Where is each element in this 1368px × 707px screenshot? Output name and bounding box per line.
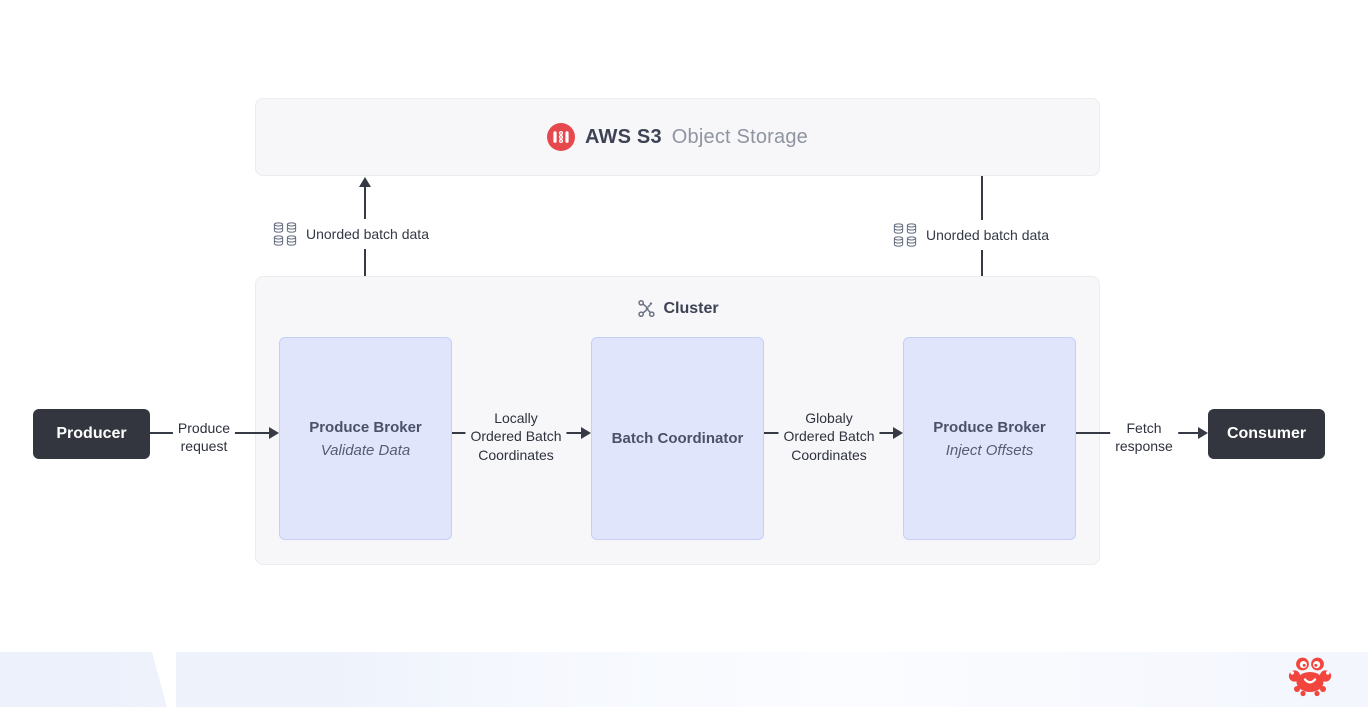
arrowhead-right-broker	[269, 427, 279, 439]
edge-line-s3-to-broker	[981, 176, 983, 327]
database-grid-icon	[893, 223, 917, 247]
s3-title-light: Object Storage	[671, 125, 808, 148]
node-title: Batch Coordinator	[611, 430, 744, 447]
footer-band-wedge	[152, 652, 176, 707]
edge-label-globally-ordered: Globaly Ordered Batch Coordinates	[778, 407, 880, 467]
node-title: Produce Broker	[933, 418, 1046, 436]
node-batch-coordinator: Batch Coordinator	[591, 337, 764, 540]
s3-storage-panel: AWS S3 Object Storage	[255, 98, 1100, 176]
edge-label-unordered-left: Unorded batch data	[266, 219, 436, 249]
cluster-panel-title: Cluster	[636, 299, 719, 318]
node-title: Produce Broker	[309, 418, 422, 436]
edge-label-locally-ordered: Locally Ordered Batch Coordinates	[465, 407, 567, 467]
arrowhead-right-consumer	[1198, 427, 1208, 439]
edge-label-produce-request: Produce request	[172, 417, 236, 458]
crab-logo-icon	[1287, 655, 1333, 697]
arrowhead-right-coordinator	[581, 427, 591, 439]
unordered-right-text: Unorded batch data	[926, 227, 1049, 243]
footer-band	[0, 652, 1368, 707]
node-subtitle: Validate Data	[320, 441, 411, 459]
s3-bucket-icon	[547, 123, 575, 151]
cluster-network-icon	[636, 299, 655, 318]
arrowhead-up-to-s3	[359, 177, 371, 187]
arrowhead-right-broker2	[893, 427, 903, 439]
node-produce-broker-validate: Produce Broker Validate Data	[279, 337, 452, 540]
consumer-label: Consumer	[1226, 425, 1307, 442]
database-grid-icon	[273, 222, 297, 246]
node-consumer: Consumer	[1208, 409, 1325, 459]
edge-label-fetch-response: Fetch response	[1110, 417, 1178, 458]
producer-label: Producer	[56, 425, 127, 442]
node-producer: Producer	[33, 409, 150, 459]
s3-title-strong: AWS S3	[585, 125, 662, 148]
node-subtitle: Inject Offsets	[945, 441, 1034, 459]
edge-line-broker-to-s3	[364, 187, 366, 337]
unordered-left-text: Unorded batch data	[306, 226, 429, 242]
node-produce-broker-inject: Produce Broker Inject Offsets	[903, 337, 1076, 540]
cluster-title-text: Cluster	[663, 299, 719, 317]
s3-panel-title: AWS S3 Object Storage	[547, 123, 808, 151]
edge-label-unordered-right: Unorded batch data	[886, 220, 1056, 250]
